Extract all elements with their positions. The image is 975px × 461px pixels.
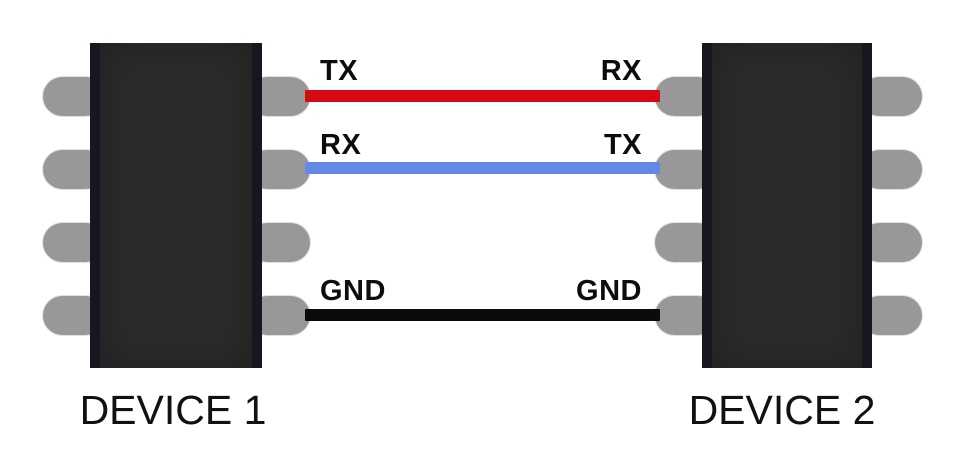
device-1-chip-body	[90, 43, 262, 368]
device-1-rx-label: RX	[320, 129, 362, 161]
device-1-tx-label: TX	[320, 55, 359, 87]
device-1-gnd-label: GND	[320, 275, 386, 307]
device-2-title: DEVICE 2	[688, 387, 876, 433]
device-1-title: DEVICE 1	[79, 387, 267, 433]
rx-tx-wire	[305, 162, 660, 174]
tx-rx-wire	[305, 90, 660, 102]
device-2-gnd-label: GND	[576, 275, 642, 307]
device-2-tx-label: TX	[603, 129, 642, 161]
device-2-chip-body	[702, 43, 872, 368]
device-2-rx-label: RX	[600, 55, 642, 87]
gnd-gnd-wire	[305, 309, 660, 321]
